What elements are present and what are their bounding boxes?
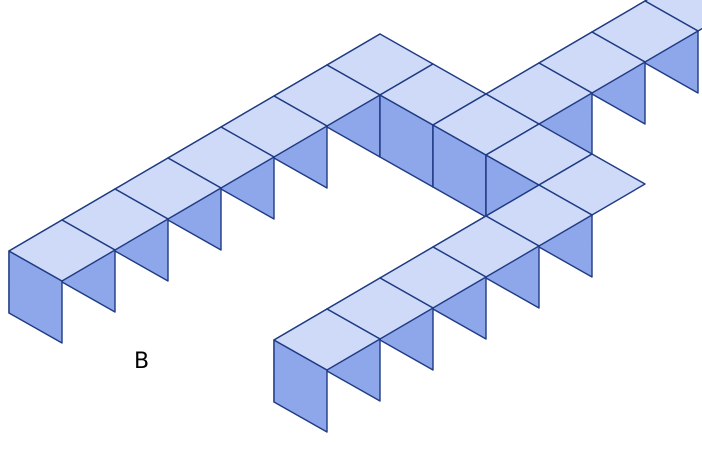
cube xyxy=(432,93,540,218)
cube xyxy=(273,308,381,433)
cube-top-face xyxy=(273,308,381,371)
figure-label: B xyxy=(134,349,150,374)
cube-top-face xyxy=(8,219,116,282)
cube xyxy=(379,63,487,188)
cube xyxy=(8,219,116,344)
